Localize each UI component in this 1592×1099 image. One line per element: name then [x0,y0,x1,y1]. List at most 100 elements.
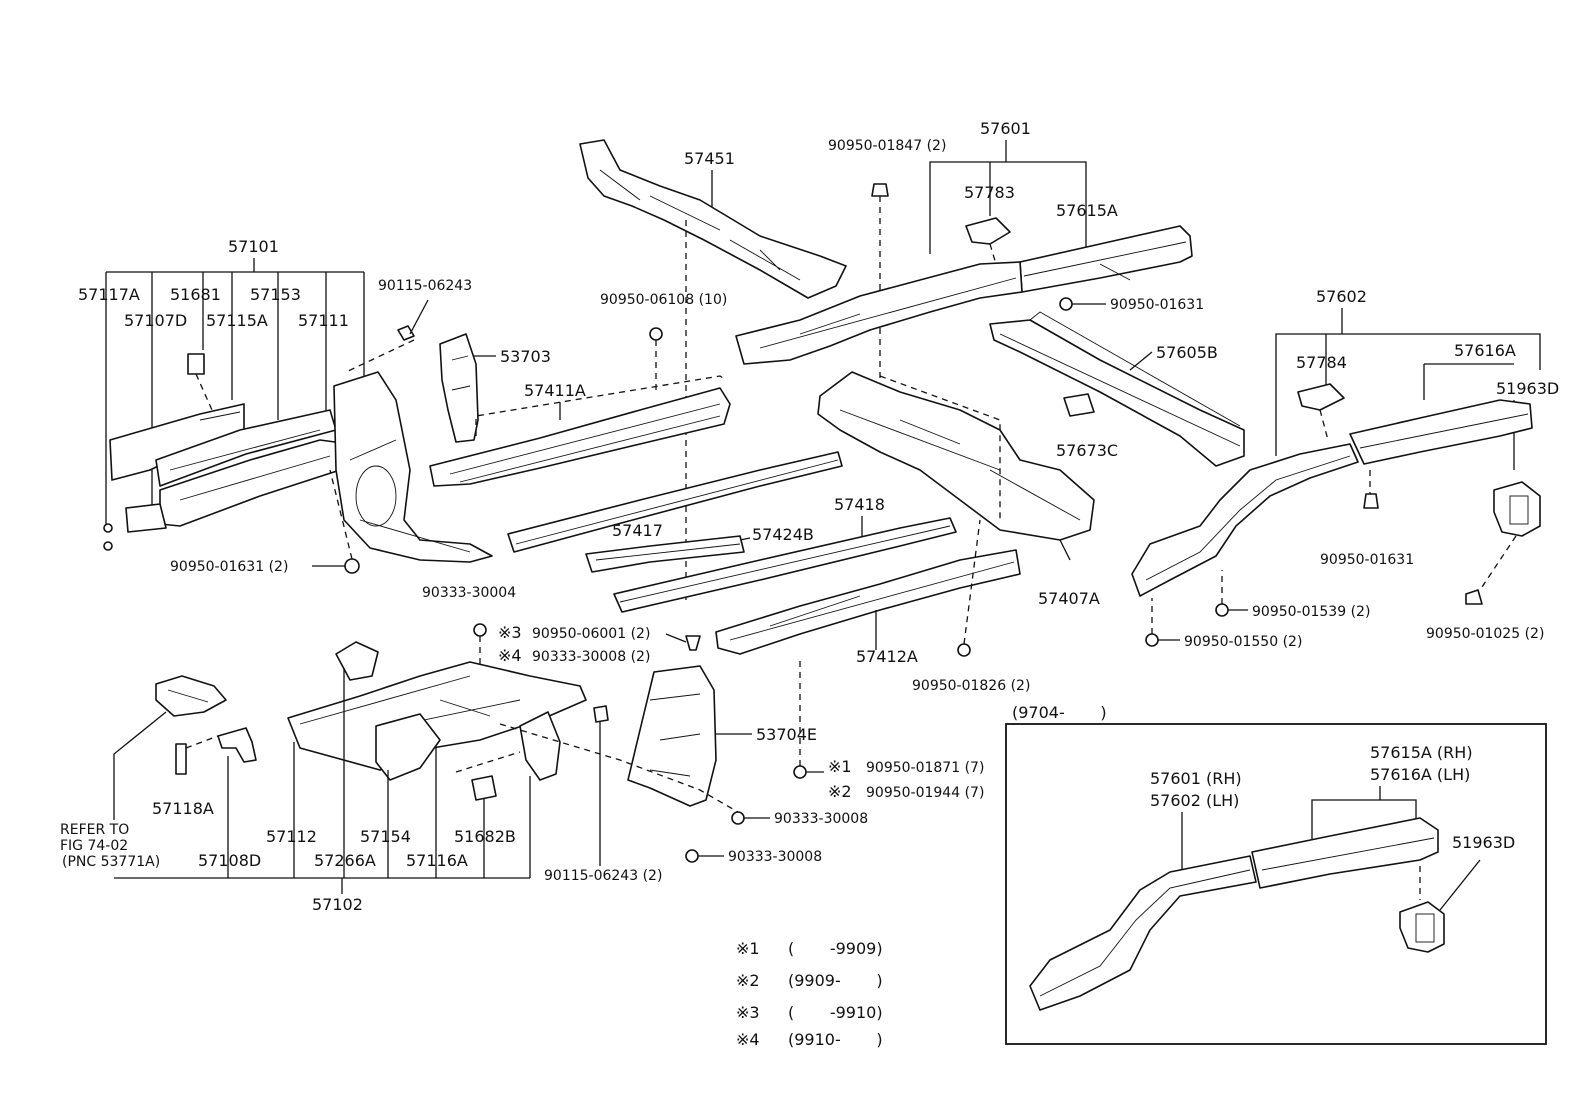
clip-90950-06001 [685,635,701,651]
part-57116A [519,711,561,781]
refer-line-1: REFER TO [60,822,129,838]
inset-label-51963D: 51963D [1452,833,1515,852]
part-57601 [735,261,1023,365]
bolt-90950-01631-b [1363,493,1379,509]
label-57418: 57418 [834,495,885,514]
label-57153: 57153 [250,285,301,304]
label-90333-30004: 90333-30004 [422,585,516,601]
label-90950-01550: 90950-01550 (2) [1184,634,1302,650]
clip-90333-30008-a [731,811,745,825]
group-center-right: 90950-01847 (2) 57601 57783 57615A 90950… [735,119,1245,694]
inset-label-57602lh: 57602 (LH) [1150,791,1239,810]
marker-2: ※2 [828,782,852,801]
leader-57602 [1275,333,1541,456]
part-51682B [471,775,497,801]
group-57102: REFER TO FIG 74-02 (PNC 53771A) 57118A 5… [60,641,662,914]
inset-part-57601 [1029,855,1257,1011]
part-57602 [1131,443,1359,597]
legend: ※1 ( -9909) ※2 (9909- ) ※3 ( -9910) ※4 (… [736,939,883,1049]
label-57102: 57102 [312,895,363,914]
legend-range-1: ( -9909) [788,939,883,958]
inset-part-51963D [1399,901,1445,953]
part-57417 [507,451,843,553]
clip-51681 [187,353,205,375]
legend-range-2: (9909- ) [788,971,883,990]
part-57451 [579,139,847,299]
part-57118A [175,743,187,775]
legend-mark-2: ※2 [736,971,760,990]
group-center-top: 57451 90950-06108 (10) 53703 57411A 5741… [429,139,847,600]
part-51963D [1493,481,1541,537]
clip-90333-30004 [473,623,487,637]
part-57673C [1063,393,1095,417]
inset-label-57616Alh: 57616A (LH) [1370,765,1470,784]
label-57411A: 57411A [524,381,586,400]
label-90333-30008-a: 90333-30008 [774,811,868,827]
legend-mark-3: ※3 [736,1003,760,1022]
inset-part-rail [1251,817,1439,889]
label-90950-01631-a: 90950-01631 [1110,297,1204,313]
part-57418 [613,517,957,613]
legend-range-4: (9910- ) [788,1030,883,1049]
label-57116A: 57116A [406,851,468,870]
part-57154 [375,713,441,781]
bolt-shape [397,325,415,341]
label-57117A: 57117A [78,285,140,304]
bolt-57117A [103,523,113,533]
inset-frame [1005,723,1547,1045]
label-57605B: 57605B [1156,343,1218,362]
label-57118A: 57118A [152,799,214,818]
part-57108D [217,727,257,763]
label-53703: 53703 [500,347,551,366]
part-57783 [965,217,1011,245]
marker-1: ※1 [828,757,852,776]
inset-9704: (9704- ) 57601 (RH) 57602 (LH) 57615A (R… [1005,703,1547,1045]
label-90950-01871: 90950-01871 (7) [866,760,984,776]
label-57108D: 57108D [198,851,261,870]
inset-label-57601rh: 57601 (RH) [1150,769,1242,788]
label-57115A: 57115A [206,311,268,330]
label-57451: 57451 [684,149,735,168]
marker-4: ※4 [498,646,522,665]
label-57616A: 57616A [1454,341,1516,360]
label-90115-06243-2: 90115-06243 (2) [544,868,662,884]
label-90950-01631-2: 90950-01631 (2) [170,559,288,575]
part-57784 [1297,383,1345,411]
label-90333-30008-2: 90333-30008 (2) [532,649,650,665]
label-90333-30008-b: 90333-30008 [728,849,822,865]
part-53704E [627,665,717,807]
part-57107D [125,503,167,533]
legend-mark-1: ※1 [736,939,760,958]
inset-title: (9704- ) [1012,703,1107,722]
group-53704E: 53704E ※1 90950-01871 (7) ※2 90950-01944… [499,660,984,865]
label-57111: 57111 [298,311,349,330]
leader-57601 [929,161,1087,254]
label-57783: 57783 [964,183,1015,202]
label-51963D: 51963D [1496,379,1559,398]
label-90950-06001: 90950-06001 (2) [532,626,650,642]
marker-3: ※3 [498,623,522,642]
refer-line-2: FIG 74-02 [60,838,128,854]
bolt-90950-01826 [957,643,971,657]
label-57601: 57601 [980,119,1031,138]
label-90950-01539: 90950-01539 (2) [1252,604,1370,620]
label-57417: 57417 [612,521,663,540]
label-57266A: 57266A [314,851,376,870]
legend-mark-4: ※4 [736,1030,760,1049]
part-refer-53771A [155,675,227,717]
label-57412A: 57412A [856,647,918,666]
label-57673C: 57673C [1056,441,1118,460]
label-53704E: 53704E [756,725,817,744]
part-57605B [989,319,1245,467]
label-57424B: 57424B [752,525,814,544]
clip-90950-01871 [793,765,807,779]
label-57407A: 57407A [1038,589,1100,608]
label-90115-06243: 90115-06243 [378,278,472,294]
nut-90950-01025 [1465,589,1483,605]
part-57424B [585,535,745,573]
part-57112-57154 [287,661,587,771]
label-57154: 57154 [360,827,411,846]
label-57112: 57112 [266,827,317,846]
label-90950-01847: 90950-01847 (2) [828,138,946,154]
